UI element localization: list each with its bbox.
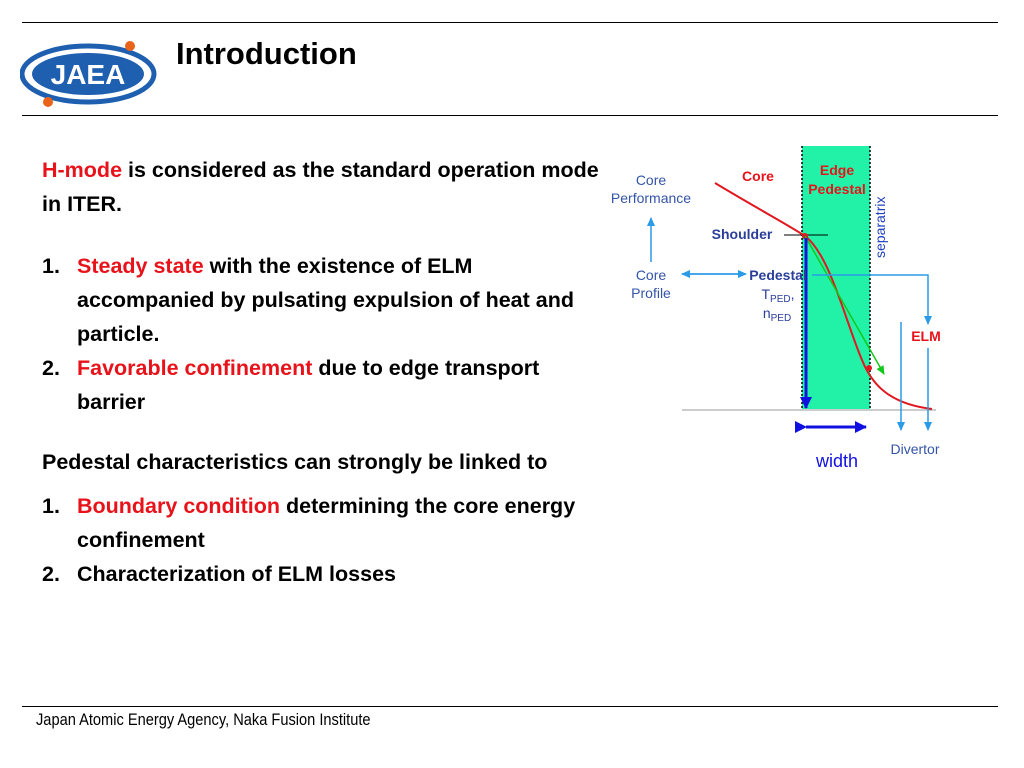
t-ped-sub: PED bbox=[770, 294, 791, 305]
core-performance-label-line2: Performance bbox=[611, 190, 691, 206]
list-highlight: Steady state bbox=[77, 254, 204, 278]
elm-point bbox=[866, 365, 872, 371]
tangent-arrow bbox=[804, 235, 885, 375]
list-pedestal: 1. Boundary condition determining the cor… bbox=[42, 489, 602, 591]
list-text: Characterization of ELM losses bbox=[77, 562, 396, 586]
width-label: width bbox=[815, 451, 858, 471]
intro-rest: is considered as the standard operation … bbox=[42, 158, 599, 216]
list-benefits: 1. Steady state with the existence of ELM… bbox=[42, 249, 602, 419]
core-profile-label-line2: Profile bbox=[631, 285, 671, 301]
list-number: 1. bbox=[42, 254, 60, 278]
list-highlight: Boundary condition bbox=[77, 494, 281, 518]
separatrix-label: separatrix bbox=[872, 197, 888, 258]
core-performance-label-line1: Core bbox=[636, 172, 667, 188]
shoulder-label: Shoulder bbox=[712, 226, 773, 242]
t-ped-label: TPED, bbox=[761, 286, 794, 305]
jaea-logo: JAEA bbox=[20, 41, 157, 107]
intro-paragraph: H-mode is considered as the standard ope… bbox=[42, 153, 602, 221]
footer-rule bbox=[22, 706, 998, 707]
list-number: 2. bbox=[42, 562, 60, 586]
t-ped-main: T bbox=[761, 286, 770, 302]
core-profile-label-line1: Core bbox=[636, 267, 667, 283]
profile-curve bbox=[714, 182, 933, 410]
list-item: 2. Characterization of ELM losses bbox=[42, 557, 602, 591]
body-text: H-mode is considered as the standard ope… bbox=[42, 153, 602, 591]
list-number: 2. bbox=[42, 356, 60, 380]
logo-text: JAEA bbox=[51, 59, 126, 90]
edge-pedestal-band bbox=[802, 146, 870, 409]
list-item: 1. Boundary condition determining the cor… bbox=[42, 489, 602, 557]
list-item: 1. Steady state with the existence of ELM… bbox=[42, 249, 602, 351]
list-text: with the existence of ELM accompanied by… bbox=[77, 254, 574, 346]
core-label: Core bbox=[742, 168, 774, 184]
header-rule bbox=[22, 115, 998, 116]
n-ped-label: nPED bbox=[763, 305, 791, 324]
footer-text: Japan Atomic Energy Agency, Naka Fusion … bbox=[36, 710, 371, 729]
pedestal-label: Pedestal bbox=[749, 267, 807, 283]
elm-label: ELM bbox=[911, 328, 941, 344]
top-rule bbox=[22, 22, 998, 23]
list-text: determining the core energy confinement bbox=[77, 494, 576, 552]
edge-pedestal-label-line1: Edge bbox=[820, 162, 854, 178]
elm-path-arrow bbox=[812, 274, 932, 325]
n-ped-sub: PED bbox=[771, 313, 792, 324]
divertor-label: Divertor bbox=[890, 441, 939, 457]
list-number: 1. bbox=[42, 494, 60, 518]
edge-pedestal-label-line2: Pedestal bbox=[808, 181, 866, 197]
list-text: due to edge transport barrier bbox=[77, 356, 540, 414]
t-ped-after: , bbox=[791, 286, 795, 302]
pedestal-heading: Pedestal characteristics can strongly be… bbox=[42, 450, 548, 474]
n-ped-main: n bbox=[763, 305, 771, 321]
slide-title: Introduction bbox=[176, 36, 357, 71]
list-highlight: Favorable confinement bbox=[77, 356, 313, 380]
list-item: 2. Favorable confinement due to edge tran… bbox=[42, 351, 602, 419]
h-mode-highlight: H-mode bbox=[42, 158, 123, 182]
